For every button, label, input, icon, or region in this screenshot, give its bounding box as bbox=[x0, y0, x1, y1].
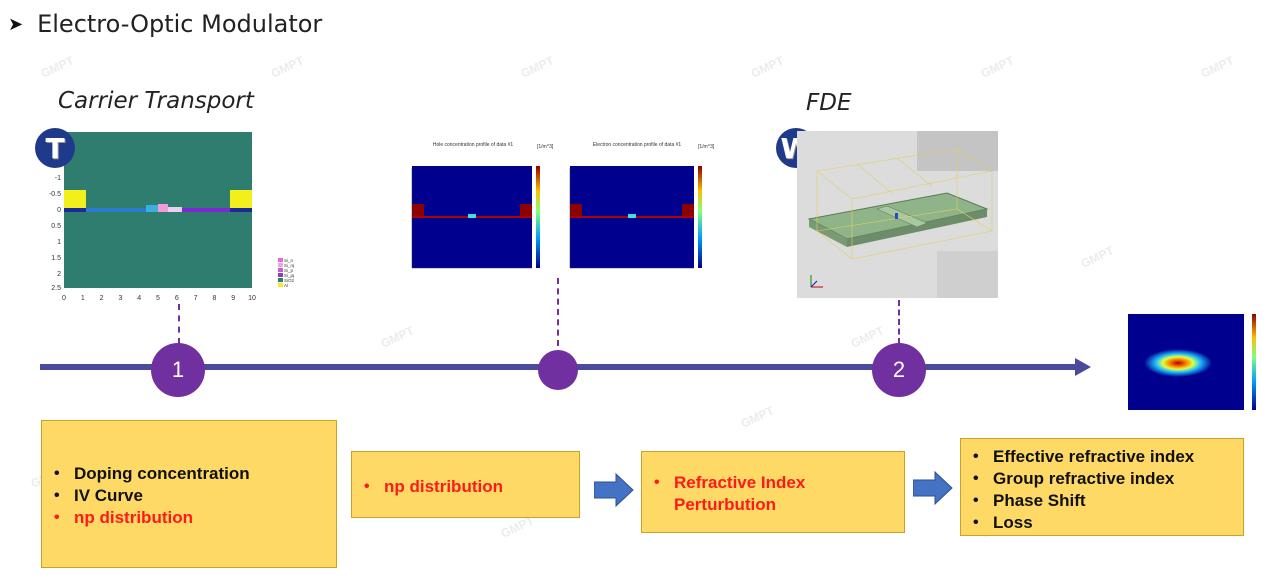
fde-3d-render bbox=[797, 131, 998, 298]
timeline-node-mid bbox=[538, 350, 578, 390]
electron-concentration-plot: Electron concentration profile of data #… bbox=[562, 142, 715, 274]
y-tick-label: 2 bbox=[57, 271, 61, 278]
fde-output-list: Effective refractive indexGroup refracti… bbox=[961, 446, 1243, 534]
gmpt-watermark: GMPT bbox=[748, 53, 787, 81]
legend-swatch bbox=[278, 273, 283, 277]
list-item: Doping concentration bbox=[42, 463, 336, 485]
gmpt-watermark: GMPT bbox=[518, 53, 557, 81]
refractive-index-box: Refractive Index Perturbution bbox=[641, 451, 905, 533]
slide-title: ➤ Electro-Optic Modulator bbox=[8, 10, 322, 38]
carrier-output-list: Doping concentrationIV Curvenp distribut… bbox=[42, 463, 336, 529]
timeline-node-1: 1 bbox=[151, 343, 205, 397]
x-tick-label: 0 bbox=[62, 295, 66, 302]
gmpt-watermark: GMPT bbox=[1198, 53, 1237, 81]
gmpt-watermark: GMPT bbox=[848, 323, 887, 351]
x-tick-label: 7 bbox=[194, 295, 198, 302]
np-distribution-box: np distribution bbox=[351, 451, 580, 518]
y-tick-label: 0.5 bbox=[51, 223, 61, 230]
legend-swatch bbox=[278, 283, 283, 287]
x-tick-label: 2 bbox=[100, 295, 104, 302]
list-item: Phase Shift bbox=[961, 490, 1243, 512]
legend-label: Si_p bbox=[284, 268, 294, 273]
list-item: Group refractive index bbox=[961, 468, 1243, 490]
np-distribution-list: np distribution bbox=[352, 476, 579, 498]
carrier-transport-badge-icon: T bbox=[35, 128, 75, 168]
gmpt-watermark: GMPT bbox=[38, 53, 77, 81]
y-tick-label: -1 bbox=[55, 175, 61, 182]
fde-output-box: Effective refractive indexGroup refracti… bbox=[960, 438, 1244, 536]
hole-unit-label: [1/m^3] bbox=[537, 144, 554, 150]
mode-profile-plot bbox=[1112, 310, 1272, 416]
list-item: Loss bbox=[961, 512, 1243, 534]
x-tick-label: 5 bbox=[156, 295, 160, 302]
list-item: np distribution bbox=[352, 476, 579, 498]
connector-dash-3 bbox=[898, 300, 900, 344]
fde-caption: FDE bbox=[806, 90, 852, 116]
list-item: Refractive Index Perturbution bbox=[642, 472, 812, 516]
x-tick-label: 6 bbox=[175, 295, 179, 302]
bullet-arrow-icon: ➤ bbox=[8, 13, 24, 35]
timeline-arrowhead-icon bbox=[1075, 358, 1091, 376]
x-tick-label: 9 bbox=[231, 295, 235, 302]
flow-arrow-2-icon bbox=[913, 471, 953, 505]
legend-label: Al bbox=[284, 283, 288, 288]
legend-swatch bbox=[278, 278, 283, 282]
hole-plot-title: Hole concentration profile of data #1 bbox=[432, 142, 514, 148]
gmpt-watermark: GMPT bbox=[1078, 243, 1117, 271]
electron-plot-title: Electron concentration profile of data #… bbox=[592, 142, 682, 148]
list-item: np distribution bbox=[42, 507, 336, 529]
legend-label: SiO2 bbox=[284, 278, 294, 283]
connector-dash-2 bbox=[557, 278, 559, 346]
list-item: IV Curve bbox=[42, 485, 336, 507]
timeline-node-2: 2 bbox=[872, 343, 926, 397]
refractive-index-list: Refractive Index Perturbution bbox=[642, 472, 812, 516]
hole-concentration-plot: Hole concentration profile of data #1 [1… bbox=[398, 142, 553, 274]
x-tick-label: 1 bbox=[81, 295, 85, 302]
y-tick-label: 1 bbox=[57, 239, 61, 246]
x-tick-label: 3 bbox=[118, 295, 122, 302]
slide-title-text: Electro-Optic Modulator bbox=[37, 10, 323, 38]
y-tick-label: 0 bbox=[57, 207, 61, 214]
legend-swatch bbox=[278, 258, 283, 262]
gmpt-watermark: GMPT bbox=[978, 53, 1017, 81]
gmpt-watermark: GMPT bbox=[268, 53, 307, 81]
connector-dash-1 bbox=[178, 304, 180, 344]
carrier-output-box: Doping concentrationIV Curvenp distribut… bbox=[41, 420, 337, 568]
x-tick-label: 8 bbox=[212, 295, 216, 302]
x-tick-label: 4 bbox=[137, 295, 141, 302]
flow-arrow-1-icon bbox=[594, 473, 634, 507]
y-tick-label: 1.5 bbox=[51, 255, 61, 262]
electron-unit-label: [1/m^3] bbox=[698, 144, 715, 150]
gmpt-watermark: GMPT bbox=[738, 403, 777, 431]
y-tick-label: -0.5 bbox=[49, 191, 61, 198]
legend-swatch bbox=[278, 263, 283, 267]
list-item: Effective refractive index bbox=[961, 446, 1243, 468]
legend-label: Si_ppp bbox=[284, 273, 294, 278]
legend-label: Si_n bbox=[284, 258, 294, 263]
y-tick-label: 2.5 bbox=[51, 285, 61, 292]
gmpt-watermark: GMPT bbox=[378, 323, 417, 351]
x-tick-label: 10 bbox=[248, 295, 256, 302]
carrier-transport-caption: Carrier Transport bbox=[58, 88, 254, 114]
legend-swatch bbox=[278, 268, 283, 272]
legend-label: Si_npp bbox=[284, 263, 294, 268]
